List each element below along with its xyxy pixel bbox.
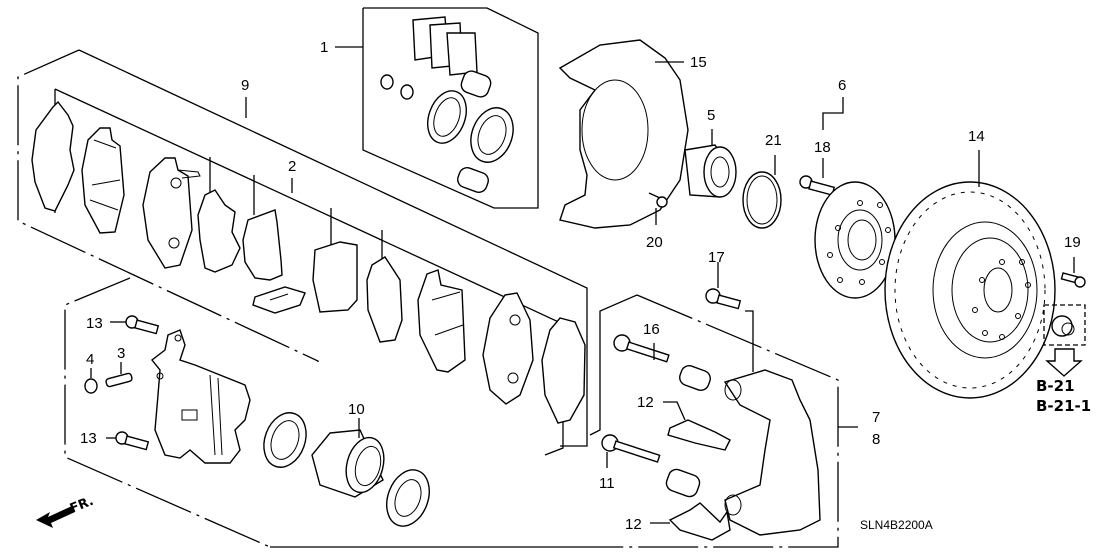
- drawing-code: SLN4B2200A: [860, 518, 933, 532]
- callout-5[interactable]: 5: [707, 107, 715, 124]
- caliper-body: [151, 329, 251, 464]
- front-direction-label: FR.: [68, 494, 96, 517]
- guide-pin-boot-upper: [679, 365, 711, 391]
- disc-screw: [1060, 257, 1086, 288]
- bracket-bolt: [705, 262, 754, 372]
- callout-15[interactable]: 15: [690, 54, 707, 71]
- callout-12-lower[interactable]: 12: [625, 516, 642, 533]
- pad-retainer-lower: [650, 502, 731, 541]
- reference-nut-box: [1043, 304, 1086, 377]
- callout-18[interactable]: 18: [814, 139, 831, 156]
- callout-1[interactable]: 1: [320, 39, 328, 56]
- piston-dust-boot: [386, 469, 430, 527]
- caliper-bracket: [723, 369, 821, 536]
- bleeder-screw: [105, 362, 133, 388]
- hub-assembly: [814, 97, 896, 299]
- caliper-bolt-lower: [106, 431, 150, 451]
- callout-9[interactable]: 9: [241, 77, 249, 94]
- hub-bolt: [799, 158, 836, 196]
- reference-link-b21-1[interactable]: B-21-1: [1036, 397, 1091, 415]
- callout-17[interactable]: 17: [708, 249, 725, 266]
- pad-retainer-upper: [663, 401, 731, 451]
- pad-set-group-box: [17, 49, 588, 447]
- callout-4[interactable]: 4: [86, 351, 94, 368]
- wear-indicator-clip: [252, 286, 306, 314]
- bracket-group-box: [589, 294, 858, 548]
- brake-pad-outer-2: [482, 292, 534, 405]
- callout-21[interactable]: 21: [765, 132, 782, 149]
- reference-link-b21[interactable]: B-21: [1036, 377, 1075, 395]
- guide-pin-boot-lower: [665, 468, 701, 498]
- bleeder-cap: [84, 368, 98, 394]
- caliper-bolt-upper: [110, 315, 160, 335]
- seal-kit-boot-upper: [460, 70, 492, 98]
- brake-pad-inner: [81, 127, 125, 234]
- seal-kit-caps: [380, 74, 414, 100]
- piston-seal: [263, 412, 307, 468]
- callout-13-upper[interactable]: 13: [86, 315, 103, 332]
- brake-disc: [884, 150, 1056, 399]
- callout-20[interactable]: 20: [646, 234, 663, 251]
- callout-7[interactable]: 7: [872, 409, 880, 426]
- callout-19[interactable]: 19: [1064, 234, 1081, 251]
- splash-guard: [558, 39, 689, 229]
- seal-kit-dust-seal: [470, 107, 514, 163]
- callout-16[interactable]: 16: [643, 321, 660, 338]
- seal-kit-piston-seal: [427, 90, 467, 144]
- pad-shim-outer-right: [541, 317, 586, 424]
- callout-3[interactable]: 3: [117, 345, 125, 362]
- seal-kit-group-box: [335, 7, 539, 209]
- callout-12-upper[interactable]: 12: [637, 394, 654, 411]
- wheel-bearing: [684, 129, 737, 198]
- callout-11[interactable]: 11: [599, 475, 615, 492]
- brake-pad-with-wear-sensor: [142, 157, 201, 269]
- pad-shim-1: [197, 189, 241, 273]
- callout-2[interactable]: 2: [288, 158, 296, 175]
- callout-8[interactable]: 8: [872, 431, 880, 448]
- seal-kit-boot-lower: [457, 167, 489, 193]
- seal-kit-shims: [412, 16, 478, 76]
- pad-shim-outer-left: [31, 100, 75, 212]
- brake-pad-outer: [417, 269, 466, 373]
- splash-guard-bolt: [648, 192, 668, 225]
- guide-pin-upper: [613, 334, 670, 363]
- pad-shim-4: [366, 256, 403, 343]
- guide-pin-lower: [601, 434, 661, 468]
- piston: [311, 418, 385, 498]
- callout-10[interactable]: 10: [348, 401, 365, 418]
- caliper-group-box: [64, 277, 600, 548]
- callout-6[interactable]: 6: [838, 77, 846, 94]
- pad-shim-2: [242, 209, 283, 281]
- front-direction-indicator: [36, 506, 75, 528]
- pad-shim-3: [312, 241, 358, 313]
- callout-13-lower[interactable]: 13: [80, 430, 97, 447]
- callout-14[interactable]: 14: [968, 128, 985, 145]
- snap-ring: [742, 155, 782, 229]
